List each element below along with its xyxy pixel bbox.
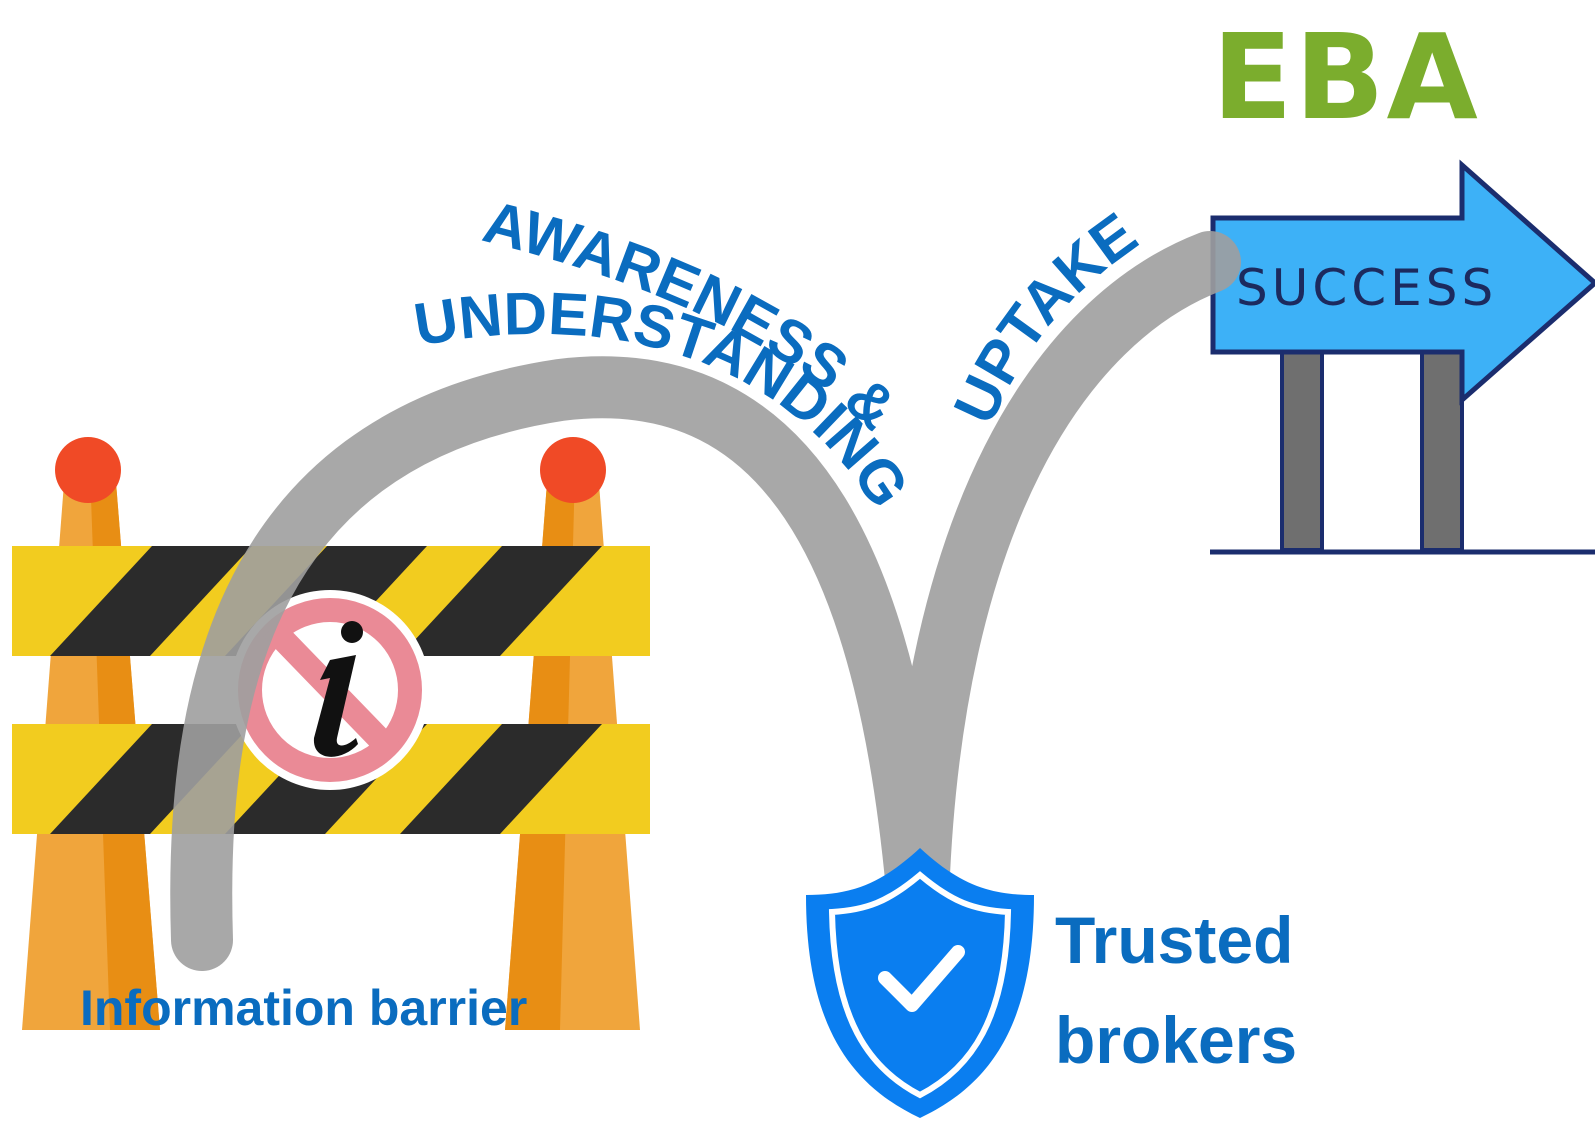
eba-logo: EBA <box>1212 8 1480 146</box>
sign-label: SUCCESS <box>1236 259 1497 317</box>
arrow-sign-icon <box>1210 159 1595 406</box>
information-barrier-label: Information barrier <box>80 980 527 1036</box>
trusted-brokers-label-line1: Trusted <box>1055 903 1293 977</box>
stripe <box>400 724 602 834</box>
sign-post-left <box>1280 348 1324 552</box>
shield-check-icon <box>806 848 1034 1118</box>
sign-post-right <box>1420 348 1464 552</box>
stripe <box>50 546 252 656</box>
trusted-brokers-label-line2: brokers <box>1055 1003 1297 1077</box>
journey-path <box>170 231 1241 971</box>
warning-lamp-right-icon <box>540 437 606 503</box>
warning-lamp-left-icon <box>55 437 121 503</box>
success-sign: SUCCESS <box>1210 159 1595 555</box>
stripe <box>400 546 602 656</box>
